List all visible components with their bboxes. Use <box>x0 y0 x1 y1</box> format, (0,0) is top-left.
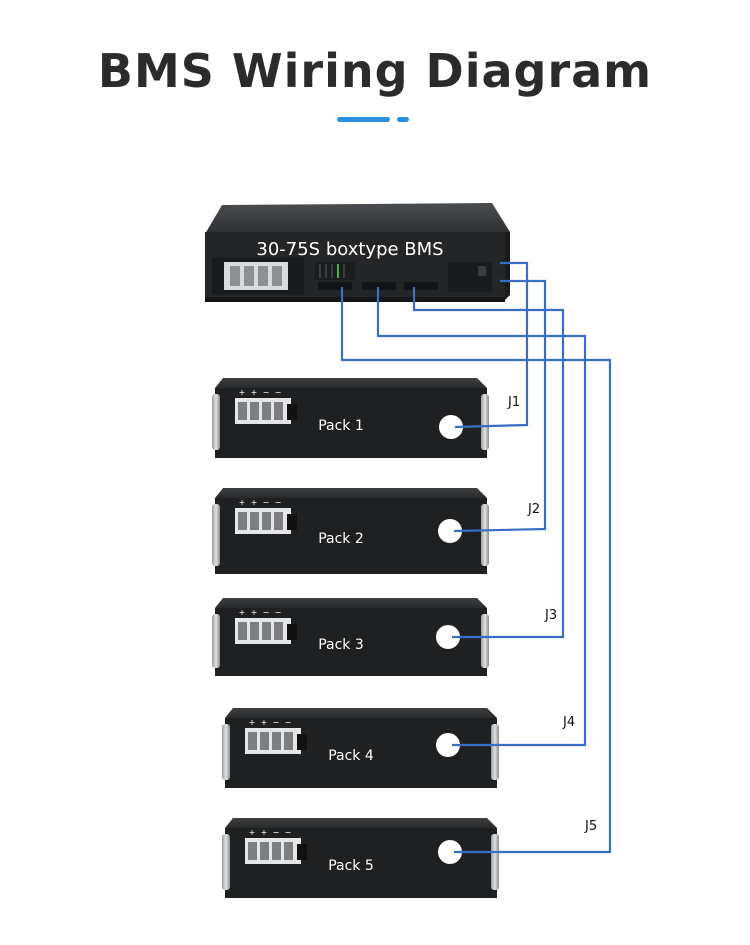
terminal-sign: + <box>261 828 268 837</box>
terminal-screw <box>272 732 281 750</box>
bms-power-switch-icon <box>478 266 486 276</box>
pack-label: Pack 3 <box>318 637 364 653</box>
pack-right-handle <box>491 724 499 780</box>
terminal-sign: − <box>263 498 270 507</box>
wire-j1 <box>454 261 529 429</box>
pack-right-handle <box>481 614 489 668</box>
pack-right-handle <box>491 834 499 890</box>
pack-left-handle <box>222 724 230 780</box>
terminal-screw <box>284 842 293 860</box>
wire-j4 <box>376 287 587 747</box>
terminal-sign: − <box>285 718 292 727</box>
pack-connector-port <box>438 840 462 864</box>
title-accent-bar <box>337 117 390 122</box>
battery-pack-2: ++−−Pack 2 <box>212 488 489 574</box>
terminal-sign: − <box>285 828 292 837</box>
title-accent-dot <box>397 117 409 122</box>
page-title: BMS Wiring Diagram <box>97 44 653 98</box>
terminal-clamp <box>287 404 297 420</box>
terminal-sign: − <box>263 608 270 617</box>
terminal-clamp <box>297 844 307 860</box>
connector-label: J3 <box>544 608 557 623</box>
bms-port-j5 <box>318 282 352 290</box>
pack-top-face <box>215 598 487 608</box>
pack-connector-port <box>436 625 460 649</box>
terminal-screw <box>250 402 259 420</box>
wire-j3 <box>412 287 565 639</box>
terminal-screw <box>248 842 257 860</box>
battery-pack-3: ++−−Pack 3 <box>212 598 489 676</box>
terminal-sign: + <box>239 388 246 397</box>
pack-right-handle <box>481 394 489 450</box>
pack-top-face <box>225 818 497 828</box>
terminal-sign: + <box>251 608 258 617</box>
pack-label: Pack 5 <box>328 858 374 874</box>
bms-vent <box>315 262 355 280</box>
terminal-screw <box>260 732 269 750</box>
pack-left-handle <box>212 614 220 668</box>
terminal-screw <box>262 622 271 640</box>
bms-unit: 30-75S boxtype BMS <box>205 203 510 302</box>
bms-port-j3 <box>404 282 438 290</box>
terminal-screw <box>262 512 271 530</box>
terminal-clamp <box>287 514 297 530</box>
connector-label: J2 <box>527 502 540 517</box>
terminal-sign: − <box>275 498 282 507</box>
terminal-screw <box>248 732 257 750</box>
pack-connector-port <box>436 733 460 757</box>
bms-label: 30-75S boxtype BMS <box>256 239 443 260</box>
battery-pack-4: ++−−Pack 4 <box>222 708 499 788</box>
terminal-sign: − <box>275 608 282 617</box>
terminal-screw <box>250 512 259 530</box>
terminal-screw <box>274 402 283 420</box>
terminal-screw <box>238 622 247 640</box>
terminal-sign: + <box>249 828 256 837</box>
terminal-sign: + <box>239 608 246 617</box>
battery-pack-5: ++−−Pack 5 <box>222 818 499 898</box>
terminal-clamp <box>287 624 297 640</box>
wire-j5 <box>340 287 612 854</box>
terminal-screw <box>274 622 283 640</box>
pack-left-handle <box>212 394 220 450</box>
terminal-screw <box>238 512 247 530</box>
terminal-screw <box>274 512 283 530</box>
pack-right-handle <box>481 504 489 566</box>
terminal-clamp <box>297 734 307 750</box>
connector-label: J4 <box>562 715 575 730</box>
terminal-sign: + <box>251 498 258 507</box>
terminal-sign: − <box>275 388 282 397</box>
terminal-sign: + <box>239 498 246 507</box>
terminal-screw <box>250 622 259 640</box>
terminal-sign: + <box>251 388 258 397</box>
terminal-sign: − <box>273 718 280 727</box>
pack-label: Pack 1 <box>318 418 364 434</box>
terminal-sign: − <box>273 828 280 837</box>
wire-j2 <box>453 279 547 533</box>
terminal-sign: + <box>249 718 256 727</box>
bms-terminal-block <box>212 258 304 294</box>
pack-left-handle <box>222 834 230 890</box>
bms-port-j4 <box>362 282 396 290</box>
terminal-screw <box>238 402 247 420</box>
pack-connector-port <box>438 519 462 543</box>
pack-top-face <box>225 708 497 718</box>
pack-label: Pack 2 <box>318 531 364 547</box>
connector-label: J5 <box>584 819 597 834</box>
terminal-sign: − <box>263 388 270 397</box>
connector-label: J1 <box>507 395 520 410</box>
pack-top-face <box>215 378 487 388</box>
pack-top-face <box>215 488 487 498</box>
terminal-screw <box>272 842 281 860</box>
terminal-sign: + <box>261 718 268 727</box>
pack-label: Pack 4 <box>328 748 374 764</box>
battery-pack-1: ++−−Pack 1 <box>212 378 489 458</box>
terminal-screw <box>262 402 271 420</box>
pack-connector-port <box>439 415 463 439</box>
terminal-screw <box>260 842 269 860</box>
terminal-screw <box>284 732 293 750</box>
pack-left-handle <box>212 504 220 566</box>
